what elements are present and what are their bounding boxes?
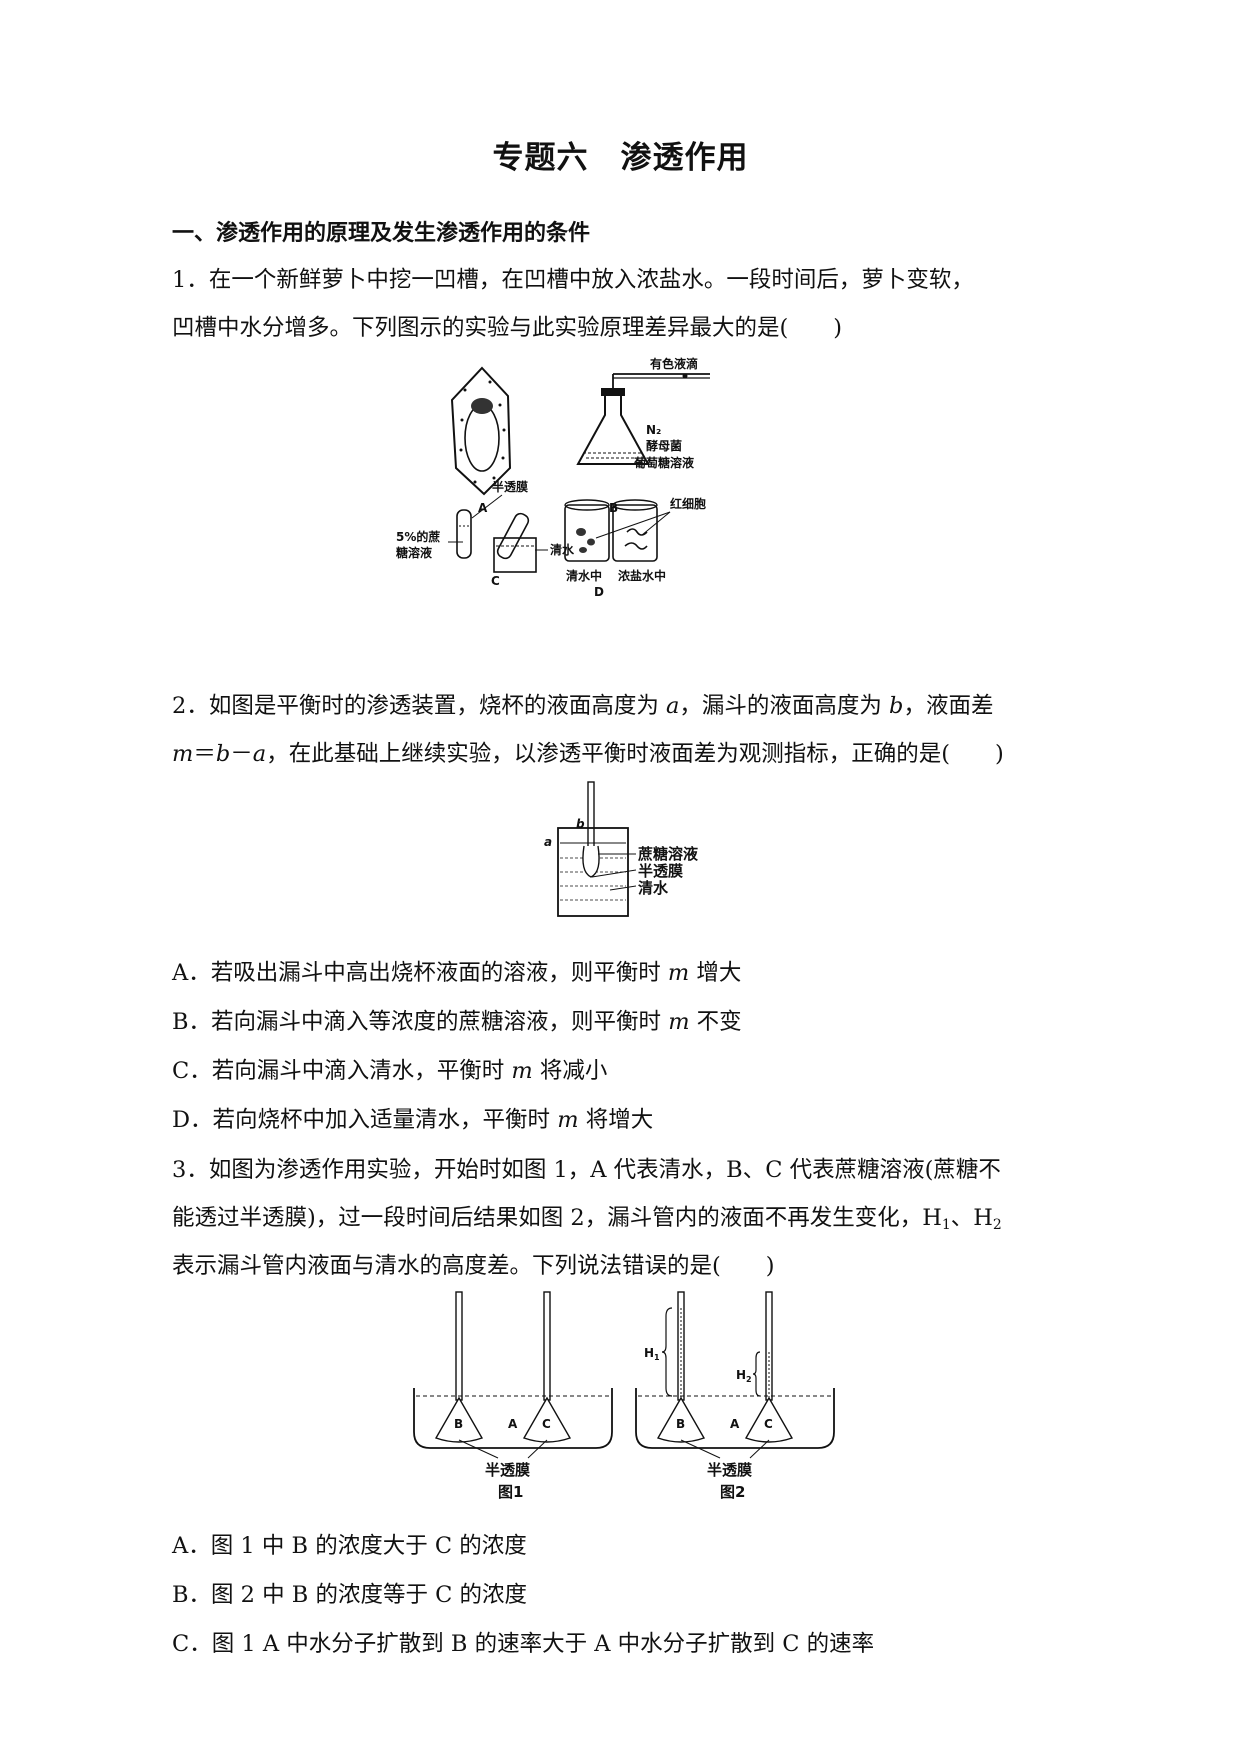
q2-fig-b: b	[576, 817, 585, 831]
q3-fig1-caption: 图1	[498, 1483, 523, 1501]
page-title: 专题六 渗透作用	[492, 140, 749, 176]
q2-option-d: D．若向烧杯中加入适量清水，平衡时 m 将增大	[172, 1107, 654, 1133]
q1-fig-label-d: D	[594, 585, 604, 599]
q3-option-b: B．图 2 中 B 的浓度等于 C 的浓度	[172, 1582, 528, 1608]
q2-fig-a: a	[544, 835, 552, 849]
q3-fig2-caption: 图2	[720, 1483, 745, 1501]
q3-fig2-c: C	[764, 1417, 773, 1431]
q1-fig-in-water: 清水中	[566, 568, 602, 583]
q3-fig1-membrane: 半透膜	[485, 1461, 530, 1479]
q3-fig2-b: B	[676, 1417, 685, 1431]
q3-fig2-h2: H2	[736, 1368, 752, 1384]
q1-fig-a-plant-cell	[450, 366, 512, 496]
q3-fig1-b: B	[454, 1417, 463, 1431]
q3-figure: B A C 半透膜 图1 H1 H2 B A C 半透膜 图2	[413, 1291, 835, 1501]
q1-fig-sucrose5-line2: 糖溶液	[396, 545, 432, 560]
q2-stem-line1: 2．如图是平衡时的渗透装置，烧杯的液面高度为 a，漏斗的液面高度为 b，液面差	[172, 693, 994, 719]
q2-fig-membrane: 半透膜	[638, 862, 683, 880]
q3-option-c: C．图 1 A 中水分子扩散到 B 的速率大于 A 中水分子扩散到 C 的速率	[172, 1631, 875, 1657]
q2-option-c: C．若向漏斗中滴入清水，平衡时 m 将减小	[172, 1058, 608, 1084]
q1-fig-label-c: C	[491, 574, 500, 588]
q1-stem-line1: 1．在一个新鲜萝卜中挖一凹槽，在凹槽中放入浓盐水。一段时间后，萝卜变软，	[172, 267, 974, 293]
q1-stem-line2: 凹槽中水分增多。下列图示的实验与此实验原理差异最大的是( )	[172, 315, 843, 341]
q2-figure: b a 蔗糖溶液 半透膜 清水	[544, 781, 699, 917]
q3-fig1-a: A	[508, 1417, 518, 1431]
q2-fig-sucrose: 蔗糖溶液	[637, 845, 699, 863]
q1-figure: A 有色液滴 N₂ 酵母菌 葡萄糖溶液 B 半透膜 5%的蔗 糖溶液 清水 C	[396, 356, 710, 599]
q2-stem-line2: m＝b－a，在此基础上继续实验，以渗透平衡时液面差为观测指标，正确的是( )	[172, 741, 1004, 767]
q1-fig-rbc: 红细胞	[670, 496, 706, 511]
q1-fig-sucrose5-line1: 5%的蔗	[396, 529, 440, 544]
q1-fig-membrane: 半透膜	[492, 479, 528, 494]
q1-fig-in-salt: 浓盐水中	[618, 568, 666, 583]
q3-fig1-apparatus	[413, 1291, 613, 1459]
q1-fig-c-tubes	[448, 494, 548, 573]
q3-stem-line3: 表示漏斗管内液面与清水的高度差。下列说法错误的是( )	[172, 1253, 775, 1279]
q1-fig-label-a: A	[478, 501, 488, 515]
q3-stem-line2: 能透过半透膜)，过一段时间后结果如图 2，漏斗管内的液面不再发生变化，H1、H2	[172, 1205, 1002, 1233]
section-heading: 一、渗透作用的原理及发生渗透作用的条件	[172, 221, 591, 246]
q3-fig2-h1: H1	[644, 1346, 660, 1362]
q1-fig-glucose: 葡萄糖溶液	[633, 455, 694, 470]
q3-fig2-apparatus	[635, 1291, 835, 1459]
q1-fig-n2: N₂	[646, 423, 661, 437]
q1-fig-d-beakers	[564, 499, 671, 562]
q3-fig2-membrane: 半透膜	[707, 1461, 752, 1479]
q3-stem-line1: 3．如图为渗透作用实验，开始时如图 1，A 代表清水，B、C 代表蔗糖溶液(蔗糖…	[172, 1157, 1001, 1183]
q3-fig1-c: C	[542, 1417, 551, 1431]
q2-fig-osmosis-apparatus	[557, 781, 637, 917]
q1-fig-water: 清水	[550, 542, 575, 557]
q3-fig2-a: A	[730, 1417, 740, 1431]
q2-option-b: B．若向漏斗中滴入等浓度的蔗糖溶液，则平衡时 m 不变	[172, 1009, 742, 1035]
q1-fig-yeast: 酵母菌	[646, 438, 682, 453]
q1-fig-b-flask	[576, 373, 710, 465]
q2-option-a: A．若吸出漏斗中高出烧杯液面的溶液，则平衡时 m 增大	[172, 960, 742, 986]
q1-fig-colored-drop: 有色液滴	[650, 356, 698, 371]
q3-option-a: A．图 1 中 B 的浓度大于 C 的浓度	[172, 1533, 527, 1559]
q2-fig-water: 清水	[638, 879, 669, 897]
